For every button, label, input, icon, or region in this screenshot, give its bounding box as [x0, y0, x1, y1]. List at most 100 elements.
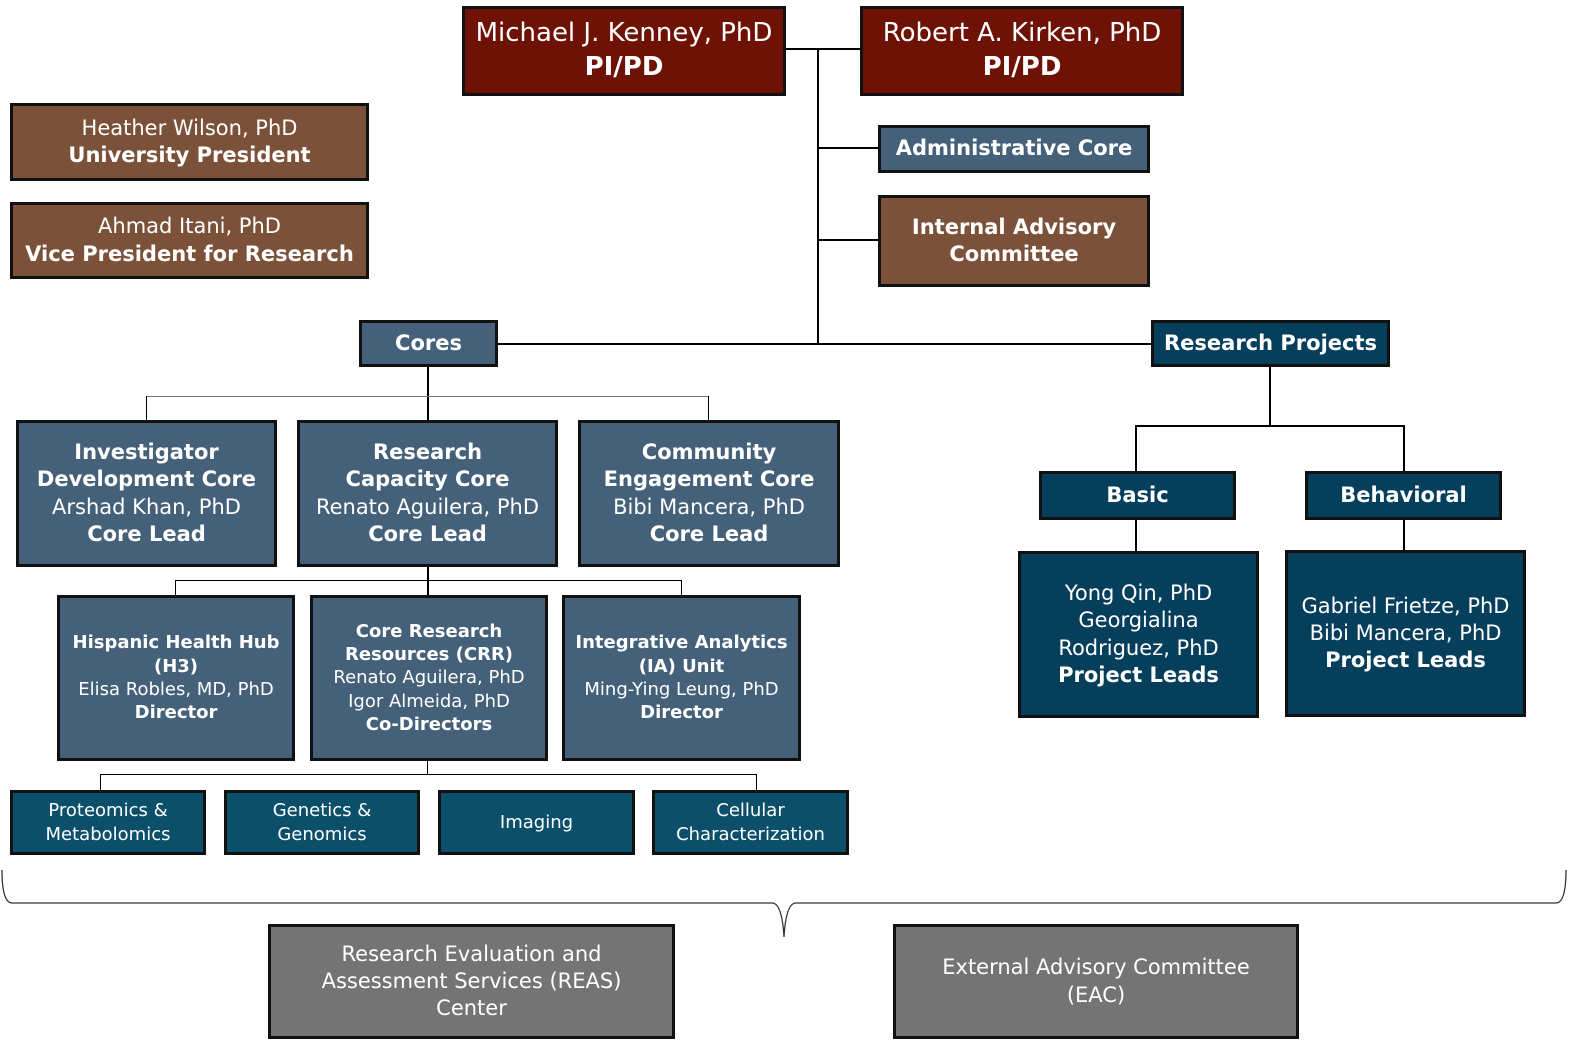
facility-box: Proteomics & Metabolomics: [10, 790, 206, 855]
unit-director-name: Elisa Robles, MD, PhD: [78, 679, 274, 700]
connector: [785, 48, 861, 50]
core-lead-name: Arshad Khan, PhD: [52, 494, 241, 519]
behavioral-box: Behavioral: [1305, 471, 1502, 520]
unit-director-name: Igor Almeida, PhD: [348, 690, 510, 712]
facility-label: Imaging: [499, 811, 574, 833]
connector: [817, 239, 879, 241]
core-lead-role: Core Lead: [649, 521, 769, 546]
facility-label: Genetics &: [272, 800, 372, 822]
president-box: Heather Wilson, PhD University President: [10, 103, 369, 181]
project-lead-name: Rodriguez, PhD: [1058, 635, 1219, 660]
reas-center-box: Research Evaluation and Assessment Servi…: [268, 924, 675, 1039]
unit-box: Integrative Analytics (IA) Unit Ming-Yin…: [562, 595, 801, 761]
reas-label: Center: [436, 996, 507, 1021]
facility-label: Cellular: [716, 800, 785, 822]
unit-director-name: Renato Aguilera, PhD: [333, 667, 525, 689]
basic-box: Basic: [1039, 471, 1236, 520]
unit-role: Co-Directors: [365, 714, 493, 736]
facility-box: Imaging: [438, 790, 635, 855]
connector: [100, 774, 101, 792]
pi2-role: PI/PD: [982, 52, 1062, 82]
connector: [497, 343, 1153, 345]
iac-line2: Committee: [949, 242, 1079, 266]
basic-leads-box: Yong Qin, PhD Georgialina Rodriguez, PhD…: [1018, 551, 1259, 718]
unit-title: (H3): [153, 655, 199, 677]
president-name: Heather Wilson, PhD: [81, 115, 298, 140]
pi-kirken-box: Robert A. Kirken, PhD PI/PD: [860, 6, 1184, 96]
core-lead-name: Renato Aguilera, PhD: [315, 494, 540, 519]
connector: [708, 396, 709, 422]
facility-box: Genetics & Genomics: [224, 790, 420, 855]
project-lead-name: Yong Qin, PhD: [1064, 580, 1213, 605]
reas-label: Assessment Services (REAS): [321, 968, 622, 993]
unit-title: Hispanic Health Hub: [72, 632, 280, 654]
unit-title: Core Research: [355, 620, 503, 642]
core-box: Community Engagement Core Bibi Mancera, …: [578, 420, 840, 567]
connector: [1403, 518, 1405, 553]
iac-line1: Internal Advisory: [911, 214, 1117, 239]
basic-label: Basic: [1106, 482, 1169, 507]
pi1-role: PI/PD: [584, 52, 664, 82]
connector: [1269, 366, 1271, 426]
behavioral-label: Behavioral: [1340, 482, 1467, 507]
connector: [175, 580, 682, 581]
behavioral-leads-box: Gabriel Frietze, PhD Bibi Mancera, PhD P…: [1285, 550, 1526, 717]
facility-box: Cellular Characterization: [652, 790, 849, 855]
facility-label: Proteomics &: [48, 800, 168, 822]
connector: [681, 580, 682, 596]
connector: [817, 48, 819, 345]
cores-label: Cores: [395, 330, 462, 355]
unit-role: Director: [134, 702, 218, 724]
vpr-box: Ahmad Itani, PhD Vice President for Rese…: [10, 202, 369, 279]
core-lead-role: Core Lead: [87, 521, 206, 546]
unit-title: Integrative Analytics: [575, 632, 788, 654]
unit-director-name: Ming-Ying Leung, PhD: [584, 679, 779, 700]
core-title: Research: [372, 439, 483, 464]
connector: [427, 566, 429, 596]
eac-label: (EAC): [1066, 982, 1126, 1007]
research-projects-label: Research Projects: [1164, 330, 1377, 355]
pi-kenney-box: Michael J. Kenney, PhD PI/PD: [462, 6, 786, 96]
connector: [100, 774, 757, 775]
project-lead-role: Project Leads: [1325, 648, 1486, 673]
vpr-name: Ahmad Itani, PhD: [98, 214, 281, 239]
connector: [1135, 425, 1405, 427]
project-lead-name: Gabriel Frietze, PhD: [1301, 593, 1510, 618]
core-lead-name: Bibi Mancera, PhD: [613, 494, 805, 519]
facility-label: Metabolomics: [45, 823, 171, 845]
reas-label: Research Evaluation and: [341, 941, 602, 966]
admin-core-label: Administrative Core: [895, 136, 1133, 161]
external-advisory-committee-box: External Advisory Committee (EAC): [893, 924, 1299, 1039]
facility-label: Characterization: [676, 823, 825, 845]
core-title: Community: [641, 439, 777, 464]
core-title: Investigator: [74, 439, 219, 464]
pi2-name: Robert A. Kirken, PhD: [882, 18, 1162, 49]
research-projects-box: Research Projects: [1151, 320, 1390, 367]
connector: [1403, 425, 1405, 473]
core-box: Research Capacity Core Renato Aguilera, …: [297, 420, 558, 567]
project-lead-name: Georgialina: [1078, 608, 1199, 633]
unit-box: Core Research Resources (CRR) Renato Agu…: [310, 595, 548, 761]
unit-title: (IA) Unit: [638, 655, 725, 677]
curly-brace: [1, 869, 1567, 938]
project-lead-role: Project Leads: [1058, 662, 1219, 687]
core-title: Capacity Core: [345, 467, 510, 492]
core-title: Engagement Core: [603, 467, 815, 492]
unit-role: Director: [640, 702, 723, 724]
president-role: University President: [68, 143, 311, 167]
connector: [175, 580, 176, 596]
connector: [146, 396, 147, 422]
connector: [146, 396, 709, 397]
unit-title: Resources (CRR): [344, 643, 514, 665]
connector: [427, 366, 429, 422]
core-box: Investigator Development Core Arshad Kha…: [16, 420, 277, 567]
vpr-role: Vice President for Research: [25, 241, 354, 266]
cores-box: Cores: [359, 320, 498, 367]
eac-label: External Advisory Committee: [942, 955, 1250, 980]
pi1-name: Michael J. Kenney, PhD: [475, 18, 773, 49]
internal-advisory-committee-box: Internal Advisory Committee: [878, 195, 1150, 287]
project-lead-name: Bibi Mancera, PhD: [1309, 620, 1502, 645]
connector: [1135, 518, 1137, 553]
connector: [427, 760, 428, 775]
connector: [817, 147, 879, 149]
